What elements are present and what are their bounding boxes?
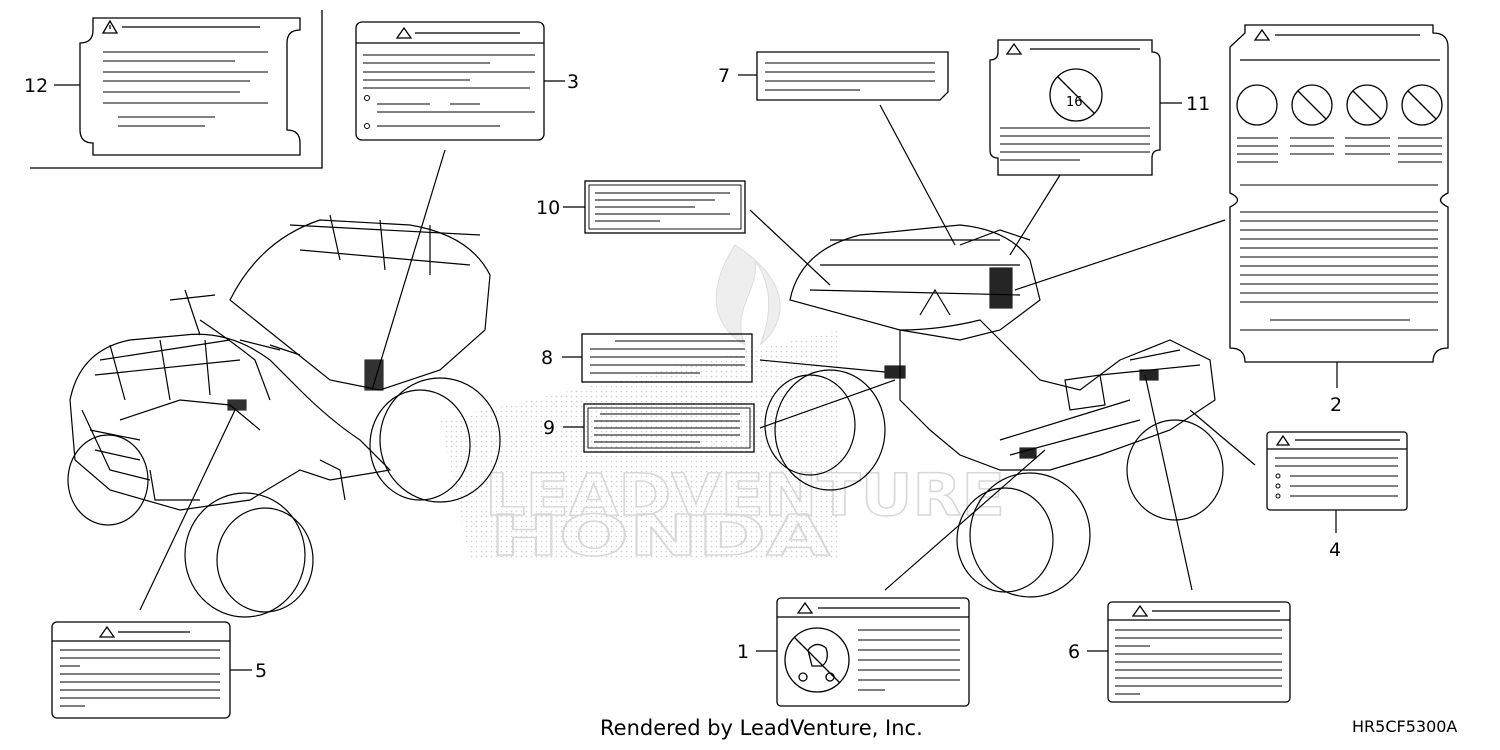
callout-10: 10 <box>536 197 560 219</box>
callout-8: 8 <box>541 347 553 369</box>
callout-3: 3 <box>567 71 579 93</box>
warning-triangle-icon <box>1253 28 1271 41</box>
callout-12: 12 <box>24 75 48 97</box>
label-9 <box>583 403 755 453</box>
label-12 <box>30 10 323 169</box>
warning-triangle-icon <box>98 625 116 638</box>
callout-1: 1 <box>737 641 749 663</box>
atv-left-view <box>67 149 501 618</box>
label-6 <box>1107 601 1291 703</box>
label-5 <box>51 621 231 719</box>
rendered-by-credit: Rendered by LeadVenture, Inc. <box>600 716 923 740</box>
label-8 <box>581 333 753 383</box>
label-2 <box>1229 24 1449 363</box>
warning-triangle-icon <box>1275 434 1291 446</box>
label-3 <box>355 21 545 141</box>
label-1 <box>776 597 970 707</box>
watermark: LEADVENTURE HONDA <box>440 244 1006 570</box>
warning-triangle-icon <box>1005 42 1023 55</box>
watermark-line1: LEADVENTURE <box>485 461 1005 529</box>
callout-9: 9 <box>543 417 555 439</box>
no-passenger-icon <box>784 627 850 693</box>
label-11: 16 <box>989 39 1161 176</box>
label-10 <box>584 180 746 234</box>
warning-triangle-icon <box>796 601 814 614</box>
no-under-16-icon: 16 <box>1049 68 1103 122</box>
warning-triangle-icon <box>101 19 119 34</box>
warning-triangle-icon <box>1131 604 1149 617</box>
callout-5: 5 <box>255 660 267 682</box>
age-16-badge: 16 <box>1066 95 1083 110</box>
callout-7: 7 <box>718 65 730 87</box>
diagram-code: HR5CF5300A <box>1352 717 1458 736</box>
label-7 <box>756 51 949 101</box>
callout-4: 4 <box>1329 539 1341 561</box>
callout-2: 2 <box>1330 394 1342 416</box>
callout-6: 6 <box>1068 641 1080 663</box>
atv-right-view <box>749 104 1256 598</box>
warning-triangle-icon <box>395 26 413 39</box>
label-4 <box>1266 431 1408 511</box>
watermark-line2: HONDA <box>490 504 831 569</box>
callout-11: 11 <box>1186 93 1210 115</box>
